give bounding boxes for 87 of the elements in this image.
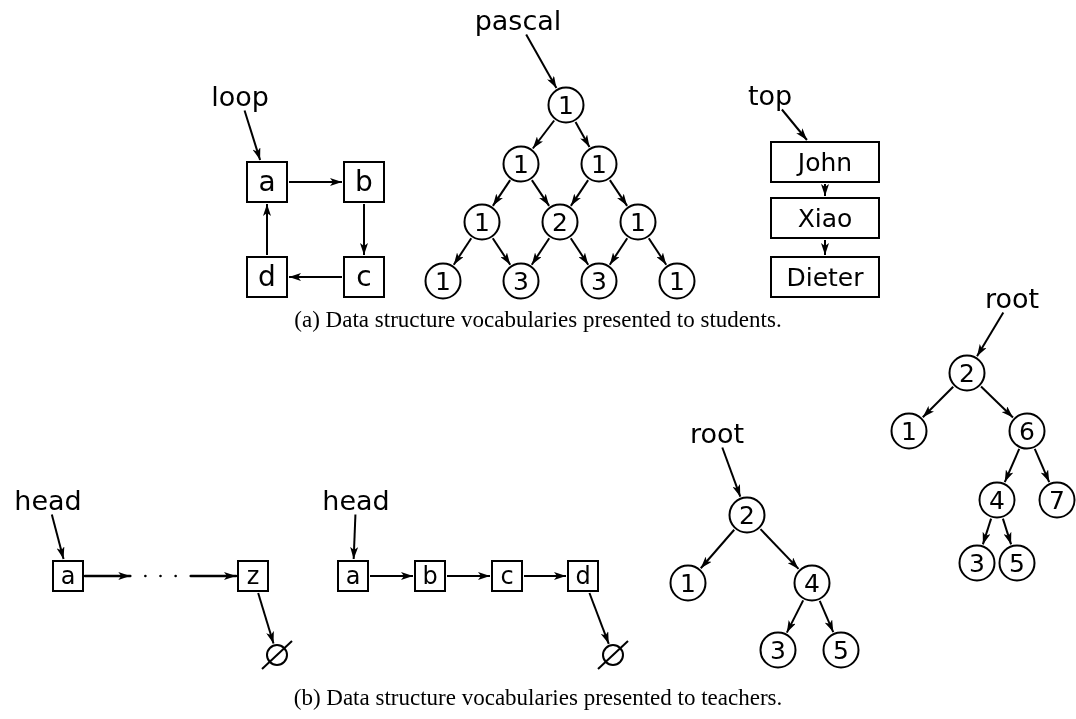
arrow bbox=[491, 179, 512, 207]
node-box: Dieter bbox=[770, 256, 880, 298]
node-box: a bbox=[246, 161, 288, 203]
arrow bbox=[981, 517, 993, 546]
arrow bbox=[530, 237, 551, 266]
arrow bbox=[780, 108, 808, 141]
node-circle: 1 bbox=[669, 564, 707, 602]
arrow bbox=[721, 446, 742, 498]
node-circle: 3 bbox=[580, 262, 618, 300]
node-box: d bbox=[567, 560, 599, 592]
arrow bbox=[288, 273, 343, 281]
subfigure-caption: (b) Data structure vocabularies presented to teachers. bbox=[293, 685, 783, 710]
node-circle: 2 bbox=[948, 354, 986, 392]
arrow bbox=[288, 178, 343, 186]
pointer-label: root bbox=[689, 419, 745, 447]
node-box: a bbox=[52, 560, 84, 592]
node-circle: 2 bbox=[728, 496, 766, 534]
arrow bbox=[569, 237, 590, 266]
pointer-label: head bbox=[322, 486, 390, 514]
node-box: a bbox=[337, 560, 369, 592]
arrow bbox=[350, 513, 359, 560]
node-circle: 1 bbox=[580, 145, 618, 183]
node-circle: 3 bbox=[958, 544, 996, 582]
pointer-label: head bbox=[14, 486, 82, 514]
arrow bbox=[243, 109, 262, 161]
arrow bbox=[821, 239, 829, 256]
arrow bbox=[531, 119, 556, 150]
null-pointer-symbol bbox=[596, 638, 630, 672]
arrow bbox=[83, 572, 238, 580]
node-circle: 1 bbox=[424, 262, 462, 300]
arrow bbox=[1003, 447, 1021, 484]
pointer-label: pascal bbox=[474, 6, 562, 34]
arrow bbox=[647, 237, 668, 266]
node-box: c bbox=[343, 256, 385, 298]
arrow bbox=[821, 183, 829, 197]
arrow bbox=[980, 385, 1014, 419]
node-circle: 1 bbox=[547, 86, 585, 124]
arrow bbox=[608, 237, 629, 266]
node-circle: 1 bbox=[463, 203, 501, 241]
node-box: c bbox=[491, 560, 523, 592]
arrow bbox=[818, 599, 835, 634]
node-box: John bbox=[770, 141, 880, 183]
arrow bbox=[525, 33, 558, 89]
arrow bbox=[263, 203, 271, 256]
node-box: d bbox=[246, 256, 288, 298]
arrow bbox=[360, 203, 368, 256]
node-box: z bbox=[237, 560, 269, 592]
arrow bbox=[523, 572, 567, 580]
node-circle: 3 bbox=[502, 262, 540, 300]
arrow bbox=[569, 179, 590, 207]
subfigure-caption: (a) Data structure vocabularies presented to students. bbox=[294, 307, 782, 332]
node-circle: 1 bbox=[890, 412, 928, 450]
node-circle: 3 bbox=[759, 631, 797, 669]
arrow bbox=[759, 528, 800, 570]
arrow bbox=[50, 513, 65, 560]
arrow bbox=[785, 599, 805, 634]
arrow bbox=[699, 528, 736, 570]
pointer-label: root bbox=[984, 284, 1040, 312]
arrow bbox=[452, 237, 473, 266]
arrow bbox=[491, 237, 512, 266]
node-circle: 6 bbox=[1008, 412, 1046, 450]
arrow bbox=[574, 121, 591, 148]
node-box: Xiao bbox=[770, 197, 880, 239]
node-circle: 5 bbox=[998, 544, 1036, 582]
arrow bbox=[588, 592, 610, 645]
arrow bbox=[369, 572, 414, 580]
node-circle: 5 bbox=[822, 631, 860, 669]
arrow bbox=[1001, 517, 1013, 546]
node-circle: 1 bbox=[619, 203, 657, 241]
arrow bbox=[921, 385, 955, 419]
pointer-label: top bbox=[747, 81, 793, 109]
arrow bbox=[976, 311, 1005, 358]
pointer-label: loop bbox=[211, 82, 269, 110]
arrow bbox=[530, 179, 551, 207]
node-box: b bbox=[343, 161, 385, 203]
node-circle: 7 bbox=[1038, 481, 1076, 519]
node-circle: 4 bbox=[978, 481, 1016, 519]
arrow bbox=[446, 572, 491, 580]
arrow bbox=[257, 592, 275, 645]
node-circle: 2 bbox=[541, 203, 579, 241]
node-circle: 4 bbox=[793, 564, 831, 602]
arrow bbox=[1033, 447, 1051, 484]
node-circle: 1 bbox=[502, 145, 540, 183]
node-circle: 1 bbox=[658, 262, 696, 300]
null-pointer-symbol bbox=[260, 638, 294, 672]
node-box: b bbox=[414, 560, 446, 592]
arrow bbox=[608, 179, 629, 207]
